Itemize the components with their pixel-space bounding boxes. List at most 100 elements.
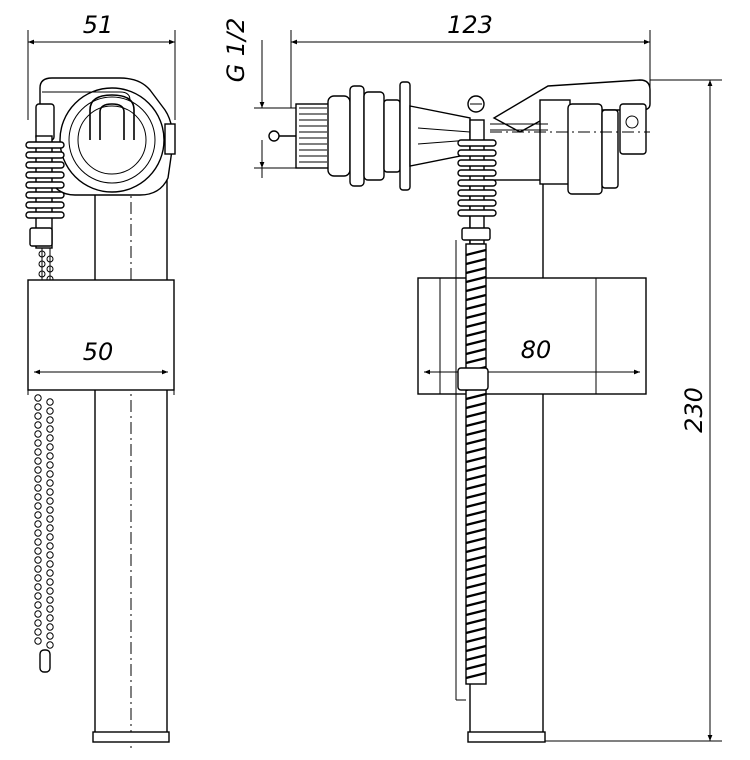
side-bead-chain [34, 394, 54, 649]
chain-bead [34, 592, 42, 600]
rod-thread [465, 491, 487, 500]
rod-thread [465, 500, 487, 509]
chain-bead [34, 421, 42, 429]
front-view [254, 30, 722, 743]
rod-thread [465, 626, 487, 635]
rod-thread [465, 617, 487, 626]
chain-bead [34, 448, 42, 456]
chain-bead [34, 403, 42, 411]
rod-thread [465, 311, 487, 320]
chain-bead [34, 538, 42, 546]
rod-thread [465, 572, 487, 581]
chain-bead [34, 556, 42, 564]
rod-thread [465, 527, 487, 536]
front-threaded-rod [465, 243, 487, 685]
rod-thread [465, 509, 487, 518]
rod-thread [465, 590, 487, 599]
rod-thread [465, 320, 487, 329]
chain-bead [34, 412, 42, 420]
chain-bead [46, 641, 54, 649]
chain-bead [46, 524, 54, 532]
rod-thread [465, 338, 487, 347]
chain-bead [46, 452, 54, 460]
rod-thread [465, 392, 487, 401]
chain-bead [46, 578, 54, 586]
chain-bead [46, 470, 54, 478]
chain-bead [46, 407, 54, 415]
chain-bead [46, 398, 54, 406]
rod-thread [465, 608, 487, 617]
chain-bead [46, 443, 54, 451]
chain-bead [46, 596, 54, 604]
front-head [467, 79, 651, 195]
chain-bead [34, 520, 42, 528]
rod-thread [465, 536, 487, 545]
chain-bead [46, 605, 54, 613]
side-float [27, 279, 175, 391]
rod-thread [465, 284, 487, 293]
rod-thread [465, 446, 487, 455]
chain-bead [34, 502, 42, 510]
chain-bead [34, 610, 42, 618]
rod-thread [465, 266, 487, 275]
rod-thread [465, 437, 487, 446]
rod-thread [465, 410, 487, 419]
chain-bead [46, 614, 54, 622]
chain-bead [34, 493, 42, 501]
chain-bead [46, 416, 54, 424]
rod-thread [465, 293, 487, 302]
chain-bead [46, 515, 54, 523]
rod-thread [465, 545, 487, 554]
rod-thread [465, 302, 487, 311]
chain-bead [46, 632, 54, 640]
rod-thread [465, 257, 487, 266]
chain-bead [46, 461, 54, 469]
rod-thread [465, 455, 487, 464]
front-rod-clip [457, 367, 489, 391]
chain-bead [46, 569, 54, 577]
dim-side-float-width: 50 [83, 338, 114, 366]
chain-bead [34, 574, 42, 582]
chain-bead [46, 587, 54, 595]
rod-thread [465, 554, 487, 563]
rod-thread [465, 473, 487, 482]
rod-thread [465, 662, 487, 671]
chain-bead [34, 547, 42, 555]
rod-thread [465, 275, 487, 284]
chain-bead [46, 560, 54, 568]
chain-bead [46, 623, 54, 631]
rod-thread [465, 482, 487, 491]
chain-bead [34, 457, 42, 465]
dim-front-length: 123 [447, 11, 493, 39]
front-inlet-thread [268, 81, 471, 191]
rod-thread [465, 644, 487, 653]
front-spring-stack [457, 119, 497, 245]
rod-thread [465, 329, 487, 338]
chain-bead [46, 479, 54, 487]
side-view [25, 30, 176, 748]
front-tube-foot [467, 731, 546, 743]
rod-thread [465, 419, 487, 428]
chain-bead [46, 497, 54, 505]
dim-total-height: 230 [680, 387, 708, 433]
side-bead-rod-upper [38, 248, 54, 283]
rod-thread [465, 401, 487, 410]
chain-bead [46, 506, 54, 514]
chain-bead [34, 565, 42, 573]
chain-bead [34, 394, 42, 402]
side-head-ring [59, 87, 165, 193]
side-spring-stack [25, 135, 65, 249]
rod-thread [465, 635, 487, 644]
chain-bead [34, 529, 42, 537]
rod-thread [465, 599, 487, 608]
chain-bead [46, 542, 54, 550]
rod-thread [465, 347, 487, 356]
chain-bead [34, 637, 42, 645]
side-tube-foot [92, 731, 170, 743]
dim-side-width: 51 [83, 11, 114, 39]
chain-bead [34, 475, 42, 483]
chain-bead [46, 533, 54, 541]
dim-front-float-width: 80 [521, 336, 552, 364]
rod-thread [465, 563, 487, 572]
